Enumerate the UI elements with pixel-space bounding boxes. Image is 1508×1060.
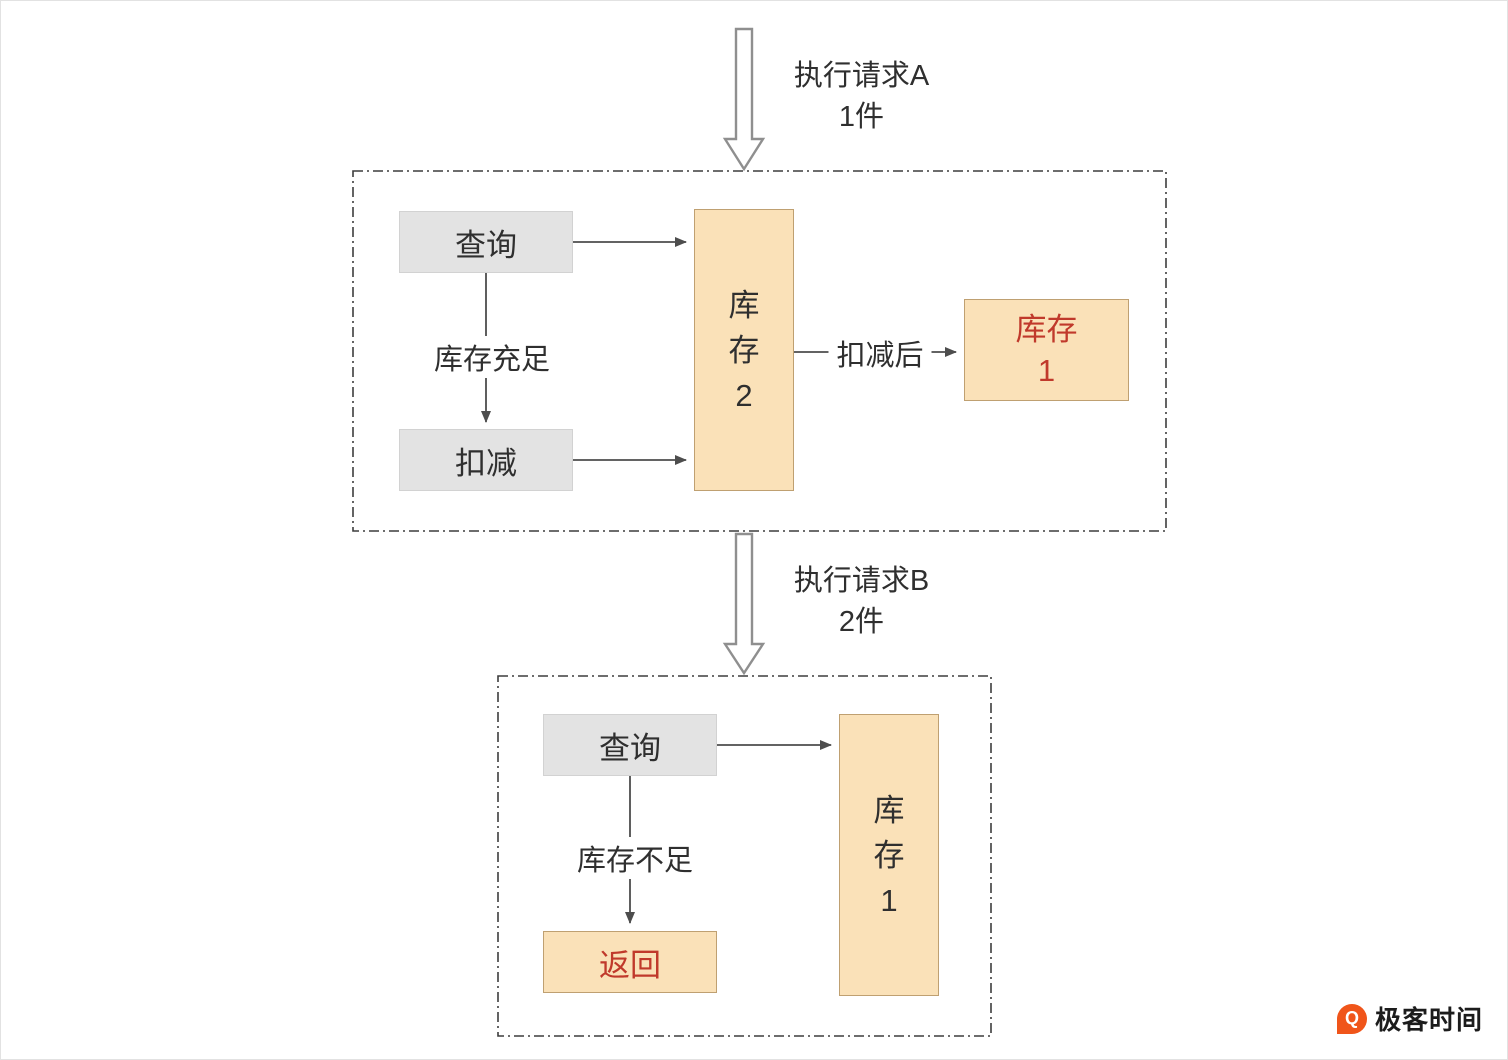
deduct-box: 扣减 bbox=[399, 429, 573, 491]
boundary-box-a bbox=[352, 170, 1167, 532]
request-a-title: 执行请求A bbox=[793, 60, 930, 92]
return-box: 返回 bbox=[543, 931, 717, 993]
geektime-logo: Q 极客时间 bbox=[1337, 1000, 1483, 1037]
condition-label-a: 库存充足 bbox=[425, 336, 559, 378]
request-b-label: 执行请求B 2件 bbox=[769, 561, 954, 643]
query-box-a: 查询 bbox=[399, 211, 573, 273]
request-a-qty: 1件 bbox=[838, 101, 885, 133]
stock-2-box: 库 存 2 bbox=[694, 209, 794, 491]
stock-2-char-1: 库 bbox=[728, 287, 760, 323]
stock-1-char-2: 存 bbox=[873, 837, 905, 873]
request-b-title: 执行请求B bbox=[793, 565, 930, 597]
geektime-logo-icon: Q bbox=[1337, 1003, 1367, 1034]
condition-label-b: 库存不足 bbox=[568, 837, 702, 879]
request-a-label: 执行请求A 1件 bbox=[769, 56, 954, 138]
stock-1-result-line-2: 1 bbox=[1037, 353, 1056, 388]
stock-2-char-2: 存 bbox=[728, 332, 760, 368]
request-b-qty: 2件 bbox=[838, 606, 885, 638]
down-arrow-a-icon bbox=[722, 27, 766, 172]
down-arrow-b-icon bbox=[722, 532, 766, 676]
after-deduct-label: 扣减后 bbox=[828, 332, 932, 374]
geektime-logo-text: 极客时间 bbox=[1375, 1005, 1484, 1035]
query-box-b: 查询 bbox=[543, 714, 717, 776]
stock-1-result-box: 库存 1 bbox=[964, 299, 1129, 401]
stock-2-char-3: 2 bbox=[735, 377, 753, 413]
stock-1-box: 库 存 1 bbox=[839, 714, 939, 996]
stock-1-char-1: 库 bbox=[873, 792, 905, 828]
stock-1-char-3: 1 bbox=[880, 882, 898, 918]
boundary-box-b bbox=[497, 675, 992, 1037]
stock-1-result-line-1: 库存 bbox=[1015, 312, 1078, 347]
